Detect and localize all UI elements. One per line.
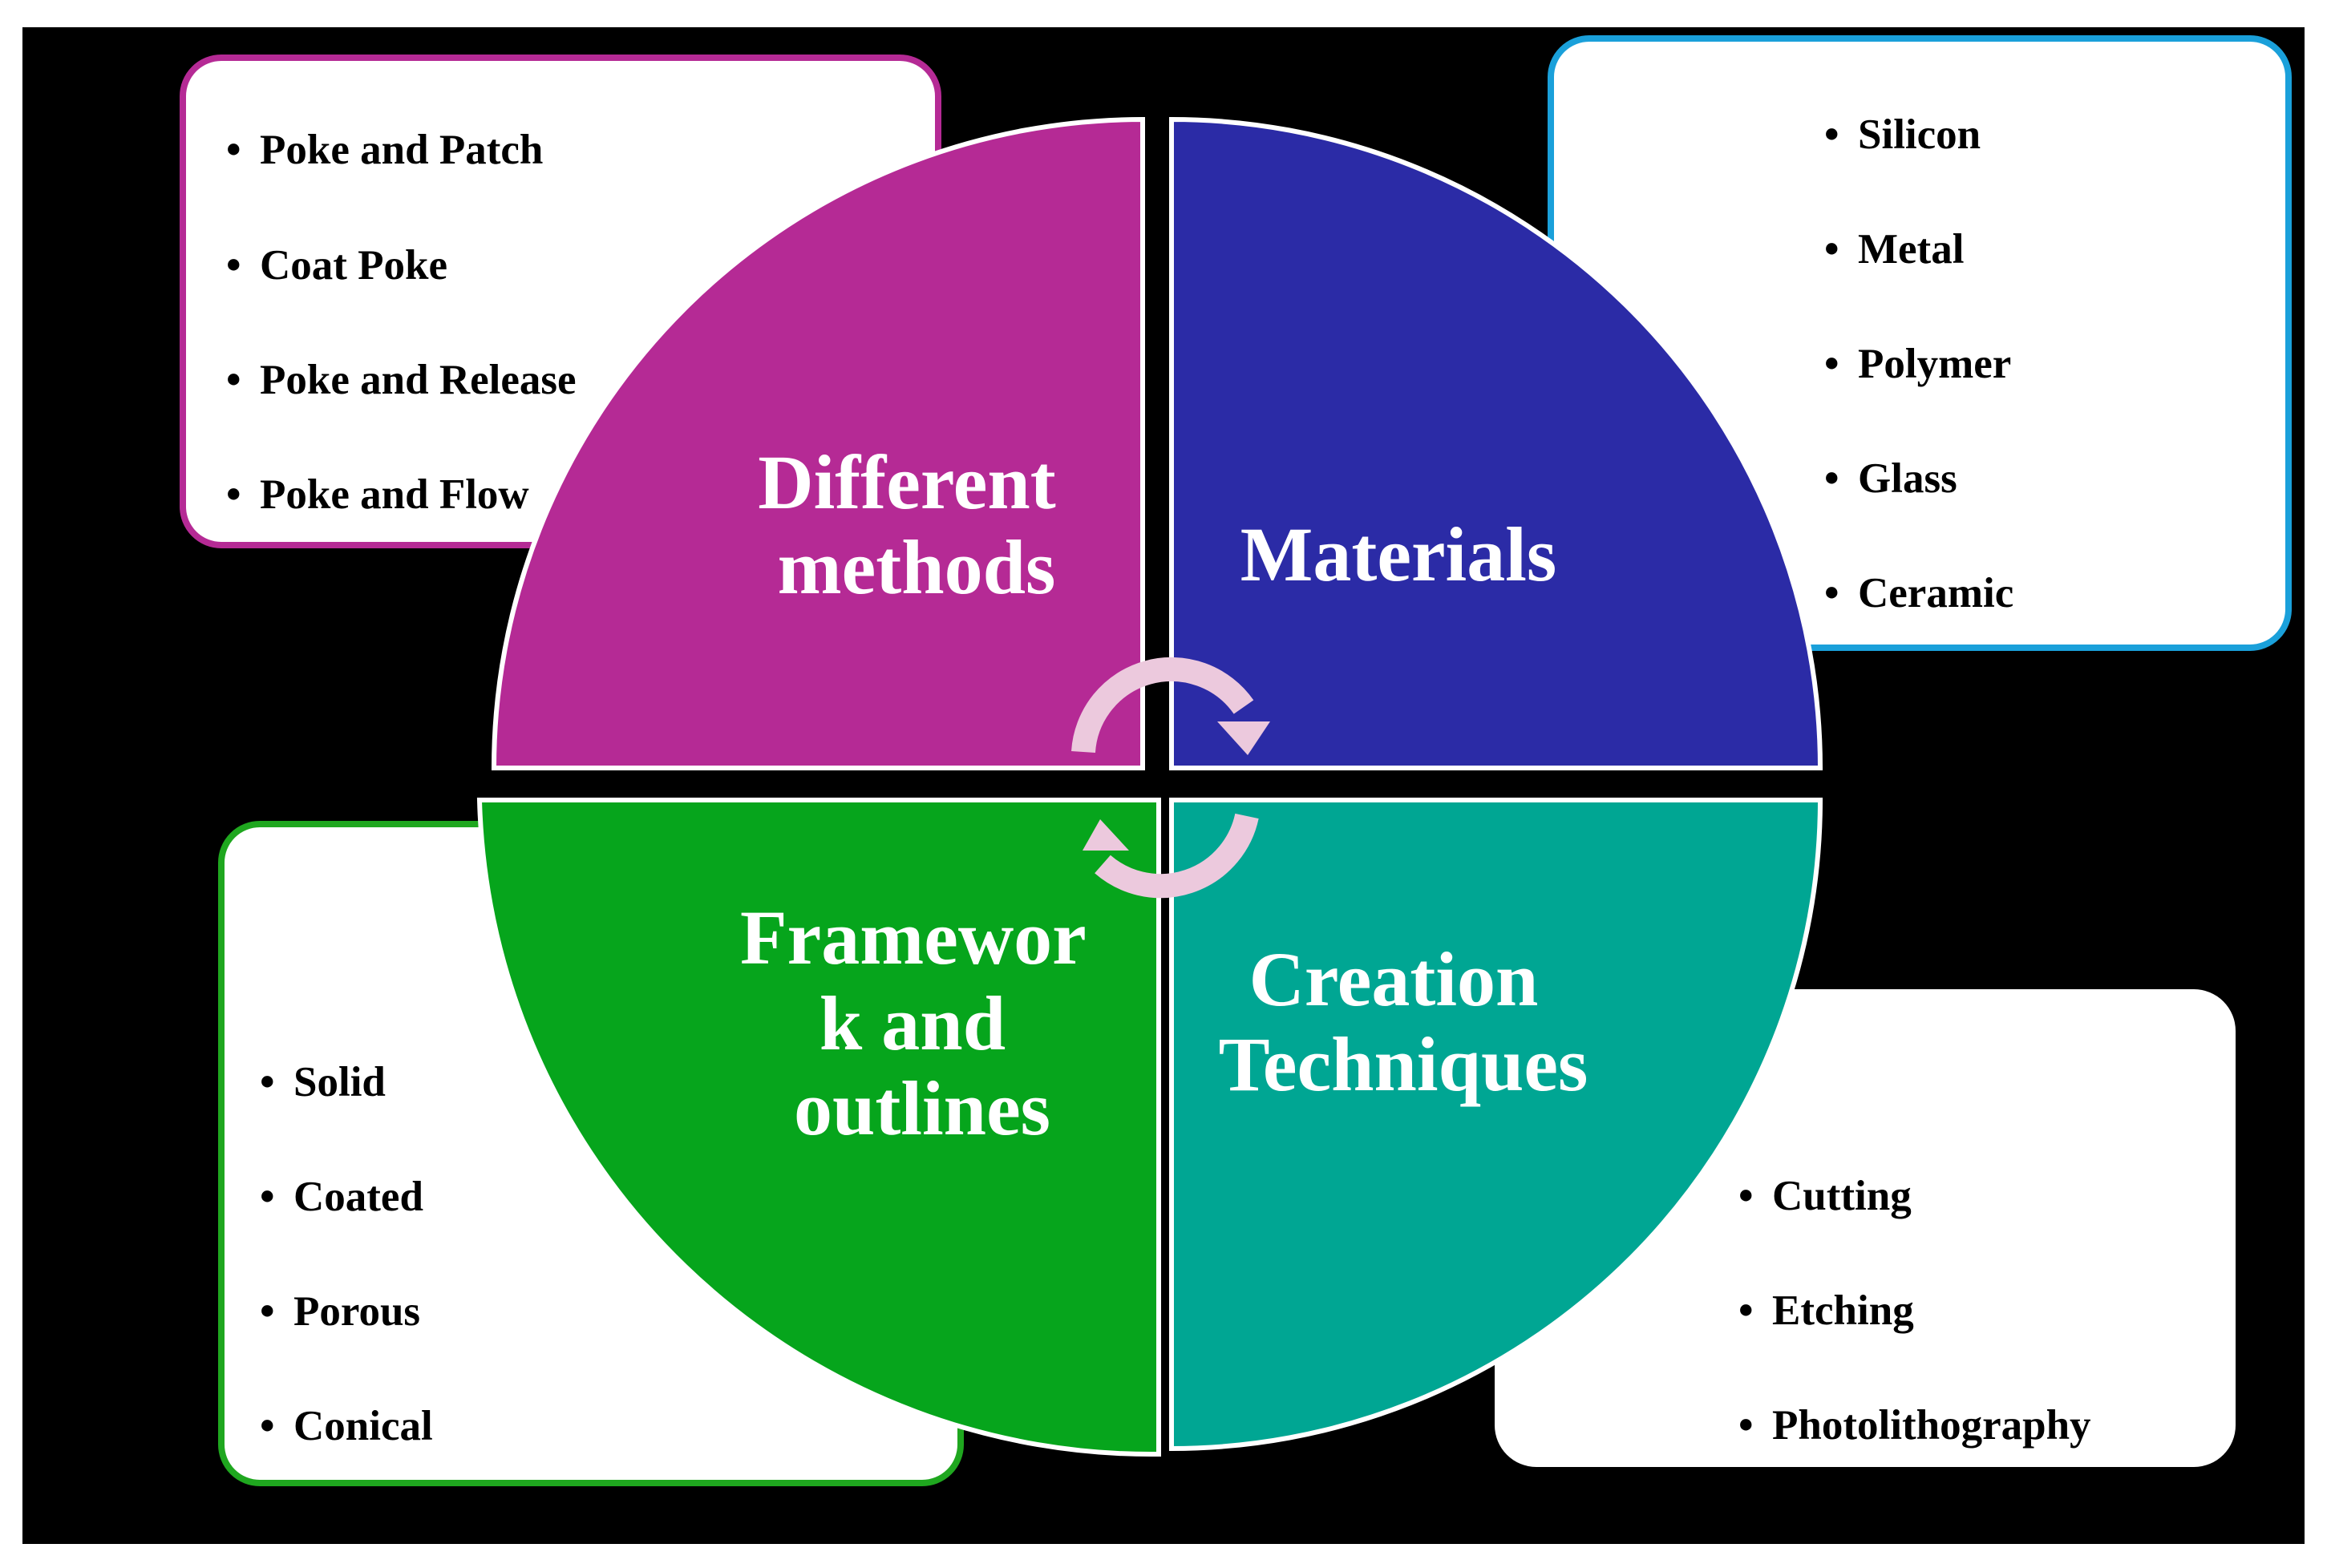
list-item: Glass: [1824, 458, 2013, 501]
arrow-top-head: [1217, 721, 1270, 755]
list-item: Coat Poke: [226, 244, 577, 288]
quadrant-methods: [491, 116, 1145, 770]
list-item: Conical: [260, 1405, 433, 1449]
arrow-top: [1071, 657, 1254, 754]
quadrant-framework: [476, 798, 1161, 1457]
framework-label: Framewor k and outlines: [740, 895, 1104, 1151]
list-item: Metal: [1824, 228, 2013, 272]
arrow-bottom-head: [1083, 819, 1129, 851]
creation-label: Creation Techniques: [1219, 936, 1588, 1107]
materials-list: Silicon Metal Polymer Glass Ceramic: [1824, 114, 2013, 616]
methods-label: Different methods: [758, 439, 1074, 610]
framework-list: Solid Coated Porous Conical: [260, 1061, 433, 1449]
creation-list: Cutting Etching Photolithography: [1738, 1175, 2091, 1448]
list-item: Solid: [260, 1061, 433, 1105]
quadrant-materials: [1169, 116, 1823, 770]
list-item: Photolithography: [1738, 1404, 2091, 1448]
diagram-canvas: Poke and Patch Coat Poke Poke and Releas…: [22, 27, 2305, 1544]
quadrant-wheel: Different methods Materials Framewor k a…: [476, 116, 1823, 1457]
list-item: Etching: [1738, 1290, 2091, 1333]
materials-label: Materials: [1240, 511, 1557, 597]
list-item: Porous: [260, 1291, 433, 1334]
methods-list: Poke and Patch Coat Poke Poke and Releas…: [226, 129, 577, 517]
circular-arrows-icon: [1071, 657, 1270, 899]
list-item: Poke and Patch: [226, 129, 577, 172]
list-item: Poke and Release: [226, 359, 577, 402]
list-item: Ceramic: [1824, 572, 2013, 616]
list-item: Polymer: [1824, 343, 2013, 386]
quadrant-creation: [1169, 798, 1823, 1452]
list-item: Cutting: [1738, 1175, 2091, 1218]
arrow-bottom: [1095, 813, 1259, 899]
list-item: Coated: [260, 1176, 433, 1219]
list-item: Silicon: [1824, 114, 2013, 157]
list-item: Poke and Flow: [226, 474, 577, 517]
